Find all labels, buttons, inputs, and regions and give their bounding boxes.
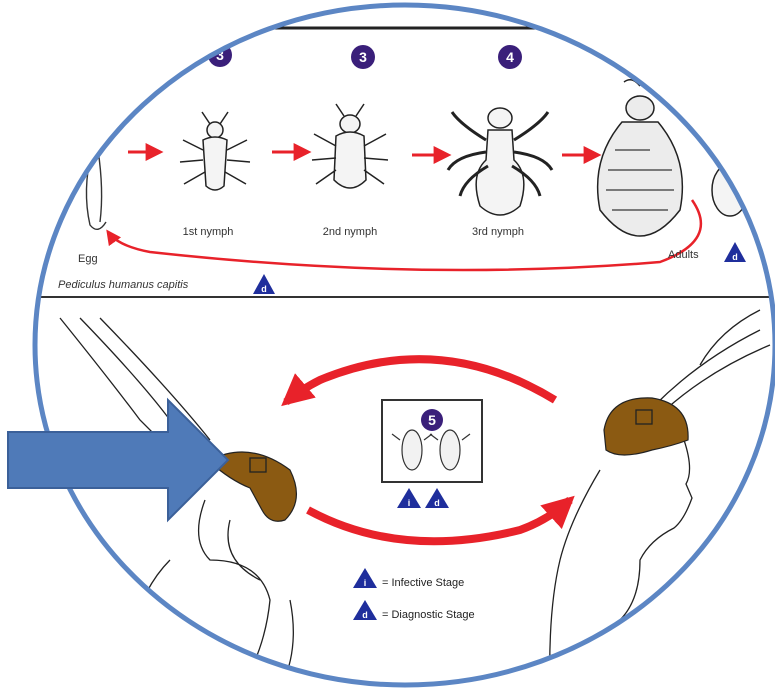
- label-adults: Adults: [668, 249, 699, 261]
- label-egg: Egg: [78, 253, 98, 265]
- svg-text:d: d: [732, 252, 738, 262]
- svg-text:d: d: [362, 610, 368, 620]
- legend-diagnostic-label: = Diagnostic Stage: [382, 609, 475, 621]
- center-step-number: 5: [428, 412, 436, 428]
- legend-infective-label: = Infective Stage: [382, 577, 464, 589]
- svg-text:d: d: [261, 284, 267, 294]
- label-second-nymph: 2nd nymph: [323, 226, 377, 238]
- step-circle-c: 4: [498, 45, 522, 69]
- species-label: Pediculus humanus capitis: [58, 279, 189, 291]
- label-first-nymph: 1st nymph: [183, 226, 234, 238]
- svg-text:d: d: [434, 498, 440, 508]
- transmission-stage-box: 5: [382, 400, 482, 482]
- label-third-nymph: 3rd nymph: [472, 226, 524, 238]
- step-number-b: 3: [359, 49, 367, 65]
- step-circle-b: 3: [351, 45, 375, 69]
- step-number-c: 4: [506, 49, 514, 65]
- svg-text:i: i: [408, 498, 411, 508]
- svg-text:i: i: [364, 578, 367, 588]
